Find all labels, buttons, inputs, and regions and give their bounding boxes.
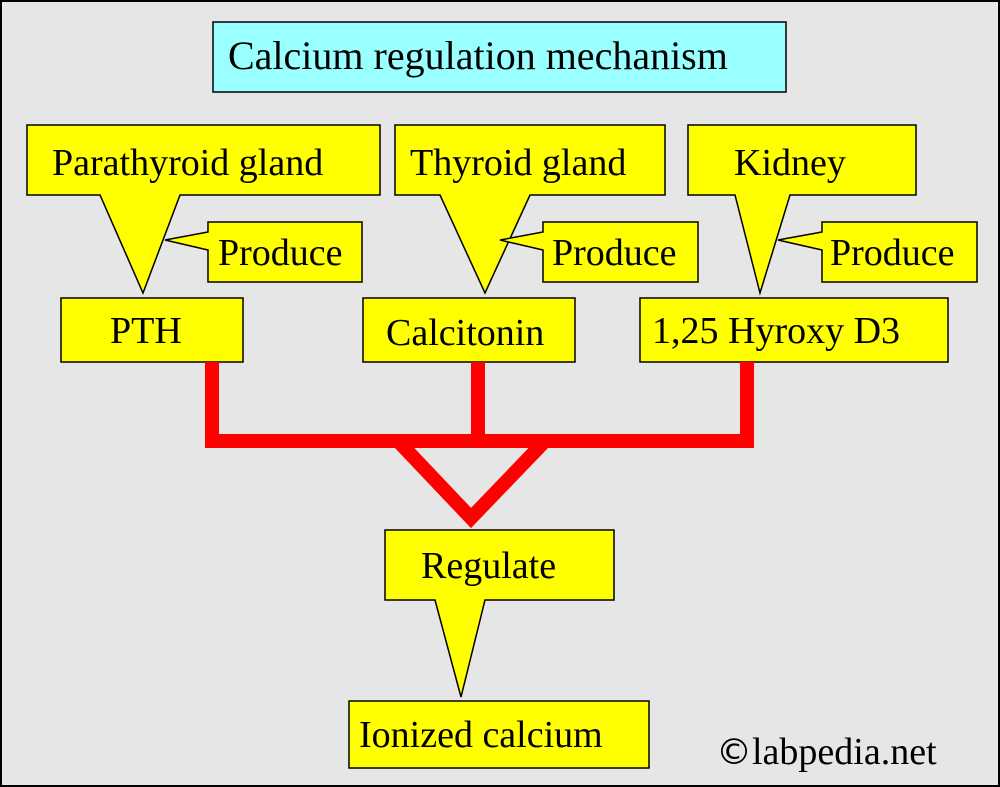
produce-callout-2 <box>499 221 699 283</box>
gland-callout-thyroid <box>394 124 666 295</box>
gland-callout-parathyroid <box>26 124 381 295</box>
gland-label-parathyroid: Parathyroid gland <box>52 142 324 184</box>
regulate-label: Regulate <box>421 545 557 587</box>
hormone-box-vitamin-d3 <box>639 297 949 363</box>
produce-label-2: Produce <box>552 232 677 274</box>
connector-funnel <box>392 436 551 529</box>
gland-label-kidney: Kidney <box>734 142 846 184</box>
hormone-label-pth: PTH <box>110 310 182 352</box>
credit-text: labpedia.net <box>752 731 937 773</box>
hormone-box-pth <box>60 297 244 363</box>
produce-label-1: Produce <box>218 232 343 274</box>
diagram-title: Calcium regulation mechanism <box>228 33 728 78</box>
produce-callout-1 <box>164 221 363 283</box>
copyright-symbol: © <box>716 732 752 773</box>
produce-label-3: Produce <box>830 232 955 274</box>
hormone-box-calcitonin <box>362 297 576 363</box>
ionized-calcium-box <box>348 700 650 769</box>
produce-callout-3 <box>777 221 978 283</box>
regulate-callout <box>384 529 615 698</box>
copyright-credit: ©labpedia.net <box>716 733 937 771</box>
gland-label-thyroid: Thyroid gland <box>410 142 627 184</box>
title-box <box>212 21 787 93</box>
hormone-label-vitamin-d3: 1,25 Hyroxy D3 <box>652 310 901 352</box>
red-connector <box>205 362 754 529</box>
gland-callout-kidney <box>687 124 917 296</box>
hormone-label-calcitonin: Calcitonin <box>386 312 545 354</box>
ionized-calcium-label: Ionized calcium <box>359 714 603 756</box>
